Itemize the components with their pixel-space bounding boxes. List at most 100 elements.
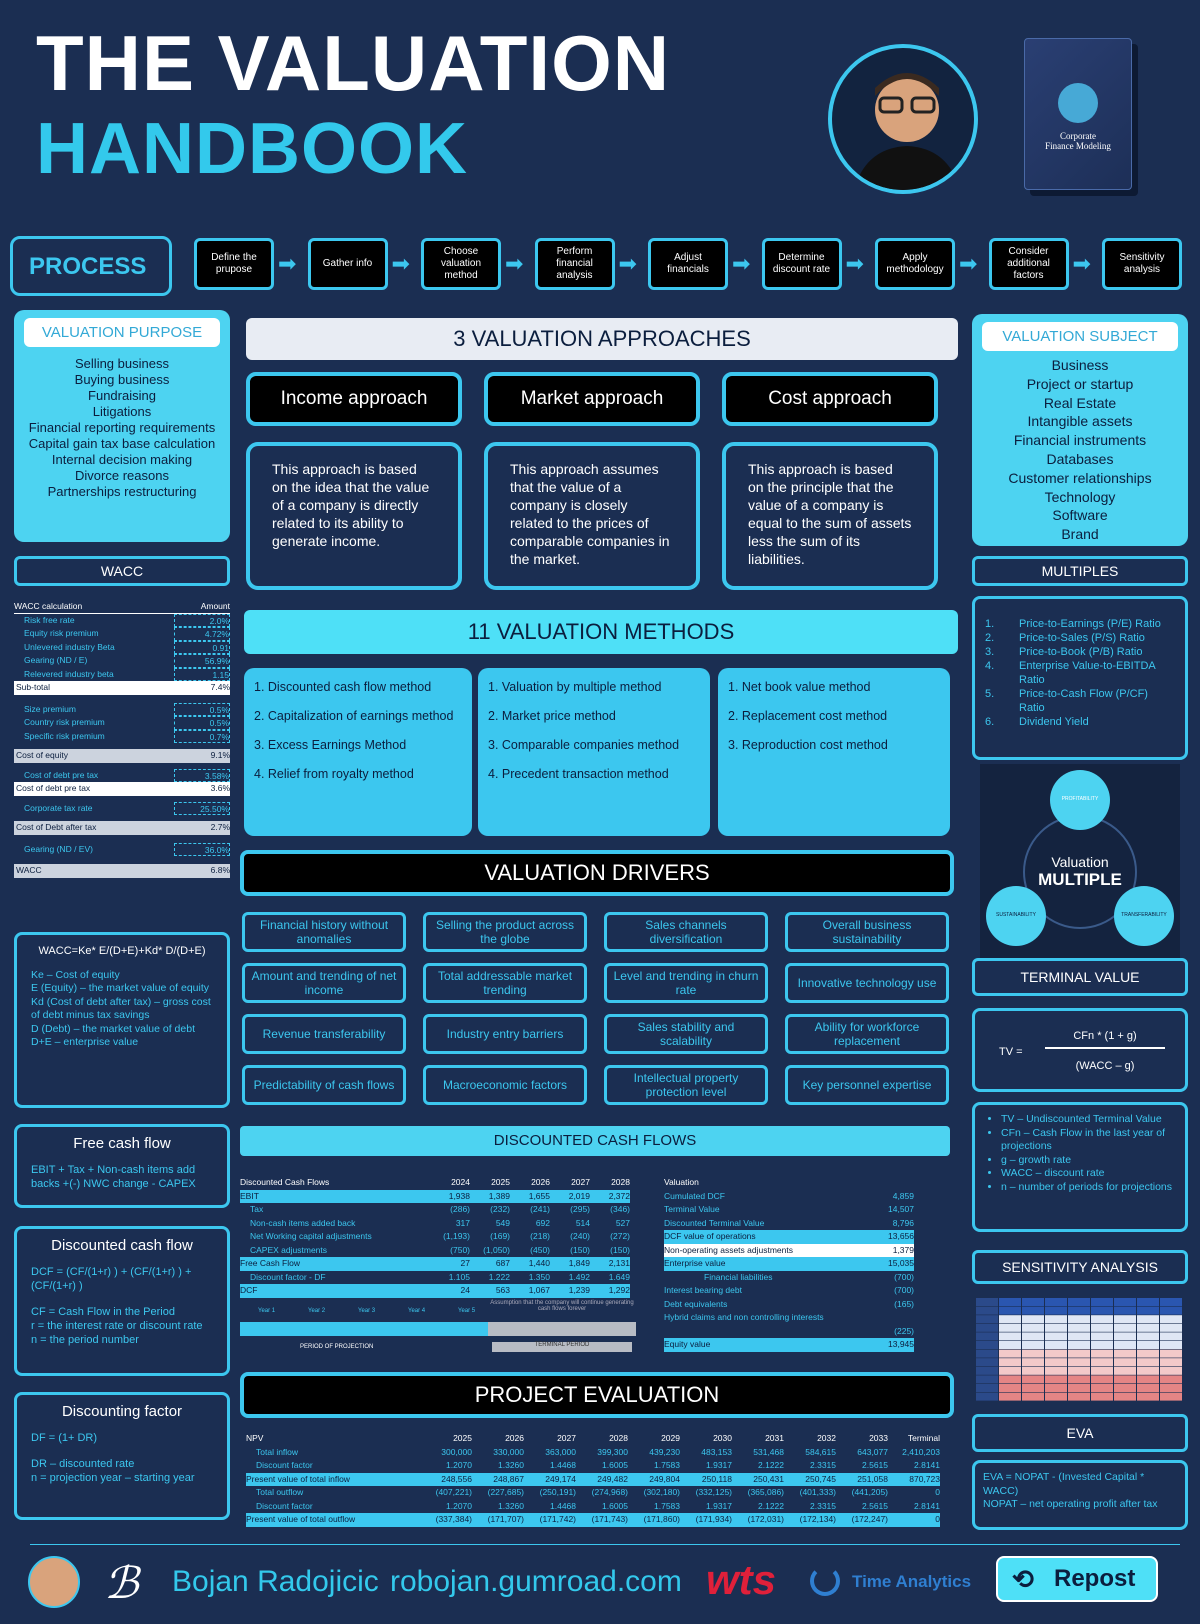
driver-item: Selling the product across the globe bbox=[423, 912, 587, 952]
valuation-row: Hybrid claims and non controlling intere… bbox=[664, 1312, 824, 1322]
purpose-item: Internal decision making bbox=[51, 452, 193, 467]
discounting-factor-box: Discounting factor DF = (1+ DR)DR – disc… bbox=[14, 1392, 230, 1520]
heatmap-cell bbox=[1137, 1392, 1159, 1401]
heatmap-cell bbox=[1045, 1392, 1067, 1401]
title-line-2: HANDBOOK bbox=[36, 109, 468, 189]
multiple-item: 1.Price-to-Earnings (P/E) Ratio bbox=[985, 618, 1161, 630]
process-step: Determine discount rate bbox=[761, 238, 842, 290]
multiple-item: 2.Price-to-Sales (P/S) Ratio bbox=[985, 632, 1145, 644]
heatmap-cell bbox=[1068, 1349, 1090, 1358]
course-book-image: Corporate Finance Modeling bbox=[1024, 38, 1132, 190]
driver-item: Sales channels diversification bbox=[604, 912, 768, 952]
heatmap-cell bbox=[1114, 1349, 1136, 1358]
diagram-title-2: MULTIPLE bbox=[1038, 870, 1122, 889]
df-formula-line: DF = (1+ DR) bbox=[31, 1432, 98, 1444]
wacc-formula-box: WACC=Ke* E/(D+E)+Kd* D/(D+E) Ke – Cost o… bbox=[14, 932, 230, 1108]
tv-numerator: CFn * (1 + g) bbox=[1073, 1030, 1137, 1042]
process-step: Apply methodology bbox=[875, 238, 955, 290]
process-step: Adjust financials bbox=[648, 238, 728, 290]
multiples-header: MULTIPLES bbox=[972, 556, 1188, 586]
purpose-item: Financial reporting requirements bbox=[28, 420, 216, 435]
wacc-row: Gearing (ND / E)56.9% bbox=[24, 654, 230, 668]
wacc-legend-line: Kd (Cost of debt after tax) – gross cost… bbox=[31, 995, 211, 1022]
heatmap-cell bbox=[1160, 1366, 1182, 1375]
arrow-right-icon: ➡ bbox=[278, 251, 297, 276]
tv-denominator: (WACC – g) bbox=[1075, 1060, 1135, 1072]
heatmap-cell bbox=[1160, 1315, 1182, 1324]
heatmap-cell bbox=[1091, 1332, 1113, 1341]
arrow-right-icon: ➡ bbox=[391, 251, 410, 276]
methods-header: 11 VALUATION METHODS bbox=[244, 610, 958, 654]
dcf-formula-line: DCF = (CF/(1+r) ) + (CF/(1+r) ) + (CF/(1… bbox=[31, 1266, 192, 1292]
repost-button[interactable]: ⟲ Repost bbox=[996, 1556, 1158, 1602]
df-formula-line: DR – discounted rate bbox=[31, 1458, 135, 1470]
heatmap-cell bbox=[1160, 1392, 1182, 1401]
author-site[interactable]: robojan.gumroad.com bbox=[390, 1565, 682, 1598]
heatmap-cell bbox=[1068, 1375, 1090, 1384]
wacc-legend-line: D+E – enterprise value bbox=[31, 1036, 139, 1048]
dcf-formula-line: r = the interest rate or discount rate bbox=[31, 1320, 203, 1332]
wacc-legend-line: E (Equity) – the market value of equity bbox=[31, 982, 210, 994]
heatmap-cell bbox=[976, 1298, 998, 1306]
heatmap-cell bbox=[1137, 1298, 1159, 1306]
heatmap-cell bbox=[1160, 1349, 1182, 1358]
heatmap-cell bbox=[1137, 1366, 1159, 1375]
heatmap-cell bbox=[1022, 1298, 1044, 1306]
heatmap-cell bbox=[1022, 1306, 1044, 1315]
heatmap-cell bbox=[1160, 1375, 1182, 1384]
dcf-row: CAPEX adjustments(750)(1,050)(450)(150)(… bbox=[250, 1244, 630, 1255]
avatar bbox=[828, 44, 978, 194]
approach-description: This approach assumes that the value of … bbox=[484, 442, 700, 590]
arrow-right-icon: ➡ bbox=[618, 251, 637, 276]
driver-item: Level and trending in churn rate bbox=[604, 963, 768, 1003]
terminal-label: TERMINAL PERIOD bbox=[492, 1342, 632, 1352]
multiple-item: 6.Dividend Yield bbox=[985, 716, 1089, 728]
valuation-row: Financial liabilities(700) bbox=[704, 1271, 914, 1282]
heatmap-cell bbox=[1160, 1323, 1182, 1332]
method-item: 1. Discounted cash flow method bbox=[254, 680, 432, 694]
heatmap-cell bbox=[1114, 1366, 1136, 1375]
dcf-formula-line: n = the period number bbox=[31, 1334, 139, 1346]
heatmap-cell bbox=[1091, 1366, 1113, 1375]
dcf-row: Tax(286)(232)(241)(295)(346) bbox=[250, 1204, 630, 1214]
heatmap-cell bbox=[976, 1375, 998, 1384]
circle-label-1: PROFITABILITY bbox=[1061, 796, 1099, 802]
heatmap-cell bbox=[1022, 1341, 1044, 1349]
multiples-list: 1.Price-to-Earnings (P/E) Ratio 2.Price-t… bbox=[972, 596, 1188, 760]
heatmap-cell bbox=[1114, 1358, 1136, 1367]
heatmap-cell bbox=[1091, 1375, 1113, 1384]
heatmap-cell bbox=[1068, 1323, 1090, 1332]
heatmap-cell bbox=[999, 1349, 1021, 1358]
process-step: Consider additional factors bbox=[988, 238, 1069, 290]
heatmap-cell bbox=[1137, 1315, 1159, 1324]
subject-item: Software bbox=[1052, 507, 1108, 524]
process-step: Gather info bbox=[307, 238, 388, 290]
driver-item: Overall business sustainability bbox=[785, 912, 949, 952]
heatmap-cell bbox=[1114, 1392, 1136, 1401]
wacc-row: Gearing (ND / EV)36.0% bbox=[24, 842, 230, 856]
heatmap-cell bbox=[1045, 1341, 1067, 1349]
multiple-item: 3.Price-to-Book (P/B) Ratio bbox=[985, 646, 1143, 658]
heatmap-cell bbox=[999, 1323, 1021, 1332]
purpose-item: Divorce reasons bbox=[75, 468, 169, 483]
heatmap-cell bbox=[999, 1298, 1021, 1306]
heatmap-cell bbox=[1091, 1358, 1113, 1367]
footer-avatar bbox=[28, 1556, 80, 1608]
heatmap-cell bbox=[1137, 1332, 1159, 1341]
